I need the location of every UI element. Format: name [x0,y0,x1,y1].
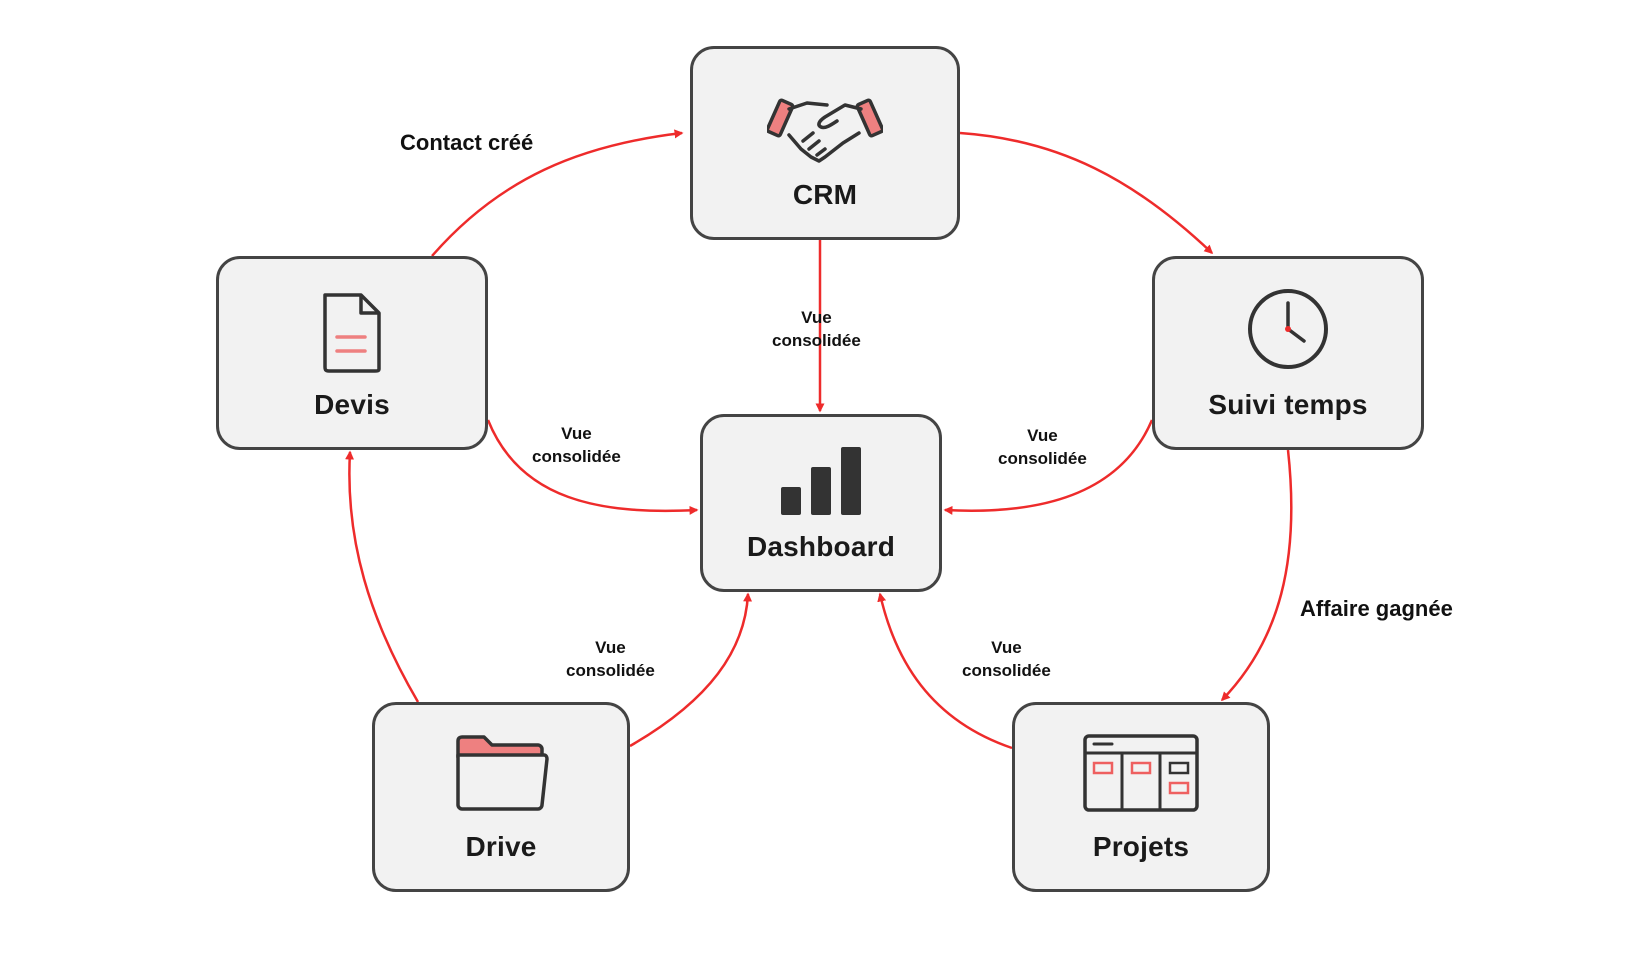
edge-devis-to-dashboard [486,419,699,515]
document-icon [323,293,381,373]
dashboard-node[interactable]: Dashboard [700,414,942,592]
suivi-temps-node[interactable]: Suivi temps [1152,256,1424,450]
projets-node[interactable]: Projets [1012,702,1270,892]
edge-crm-to-suivi [959,131,1214,255]
dashboard-label: Dashboard [746,531,896,562]
drive-node[interactable]: Drive [372,702,630,892]
edge-drive-to-dashboard [629,592,753,748]
folder-icon [456,735,549,811]
edge-label-suivi-dashboard: Vue consolidée [998,426,1087,468]
drive-label: Drive [465,831,537,862]
projets-label: Projets [1092,831,1190,862]
kanban-board-icon [1083,734,1199,812]
edge-devis-to-crm [431,129,684,257]
devis-label: Devis [314,389,390,420]
edge-label-drive-dashboard: Vue consolidée [566,638,655,680]
devis-node[interactable]: Devis [216,256,488,450]
edge-label-projets-dashboard: Vue consolidée [962,638,1051,680]
edge-suivi-to-dashboard [943,419,1154,515]
edge-suivi-to-projets [1220,449,1293,702]
clock-icon [1248,289,1328,369]
edge-label-contact-cree: Contact créé [400,130,534,155]
bar-chart-icon [781,447,861,515]
edge-projets-to-dashboard [877,592,1013,750]
edge-label-devis-dashboard: Vue consolidée [532,424,621,466]
crm-label: CRM [792,179,858,210]
edge-drive-to-devis [345,450,420,703]
handshake-icon [767,98,883,163]
edge-label-crm-dashboard: Vue consolidée [772,308,861,350]
suivi-temps-label: Suivi temps [1208,389,1368,420]
crm-node[interactable]: CRM [690,46,960,240]
edge-label-affaire-gagnee: Affaire gagnée [1300,596,1453,621]
